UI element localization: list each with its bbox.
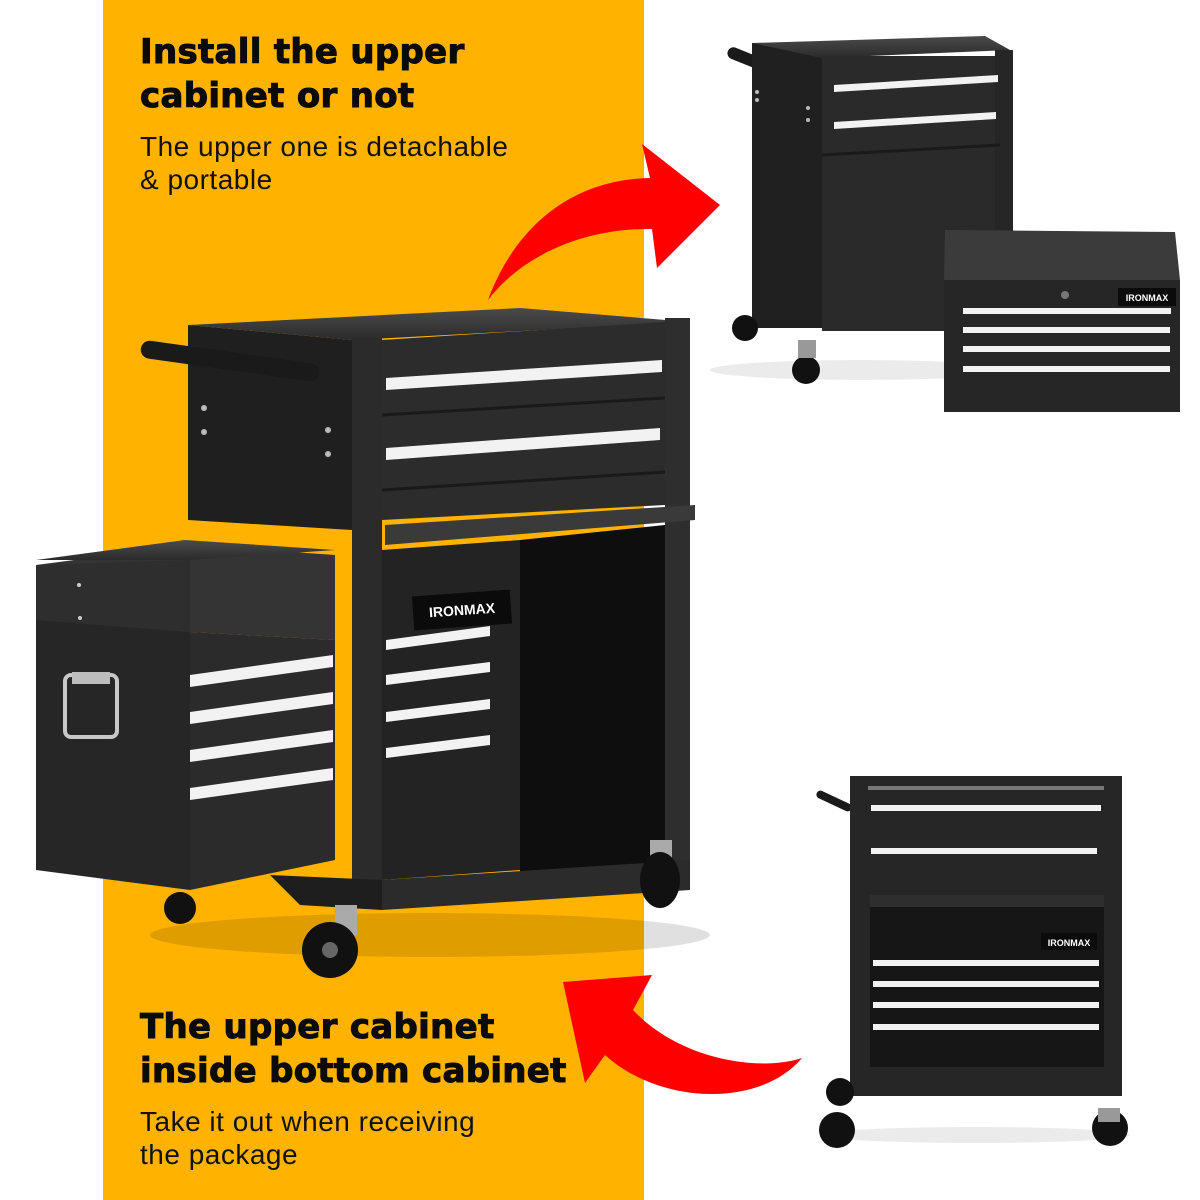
- curved-arrow-right-icon: [488, 144, 720, 300]
- bottom-heading: The upper cabinet inside bottom cabinet: [140, 1005, 567, 1093]
- brand-label-main: IRONMAX: [428, 600, 496, 621]
- detached-upper-chest-left: [36, 540, 335, 890]
- bottom-subtext-line-1: Take it out when receiving: [140, 1106, 476, 1137]
- bottom-heading-line-1: The upper cabinet: [140, 1007, 495, 1048]
- bottom-subtext-line-2: the package: [140, 1139, 299, 1170]
- caster-wheel: [640, 840, 680, 908]
- detached-upper-chest-right: IRONMAX: [944, 230, 1180, 412]
- brand-label-stored: IRONMAX: [1048, 938, 1091, 948]
- top-heading-line-2: cabinet or not: [140, 76, 415, 117]
- top-heading-line-1: Install the upper: [140, 32, 465, 73]
- top-subtext: The upper one is detachable & portable: [140, 130, 508, 196]
- caster-wheel: [302, 905, 358, 978]
- curved-arrow-left-icon: [563, 975, 802, 1095]
- top-heading: Install the upper cabinet or not: [140, 30, 465, 118]
- bottom-subtext: Take it out when receiving the package: [140, 1105, 475, 1171]
- main-tool-cart: IRONMAX: [140, 308, 710, 978]
- top-subtext-line-1: The upper one is detachable: [140, 131, 509, 162]
- top-subtext-line-2: & portable: [140, 164, 273, 195]
- bottom-heading-line-2: inside bottom cabinet: [140, 1051, 567, 1092]
- cart-with-stored-cabinet: IRONMAX: [816, 776, 1130, 1148]
- brand-label-chest: IRONMAX: [1126, 293, 1169, 303]
